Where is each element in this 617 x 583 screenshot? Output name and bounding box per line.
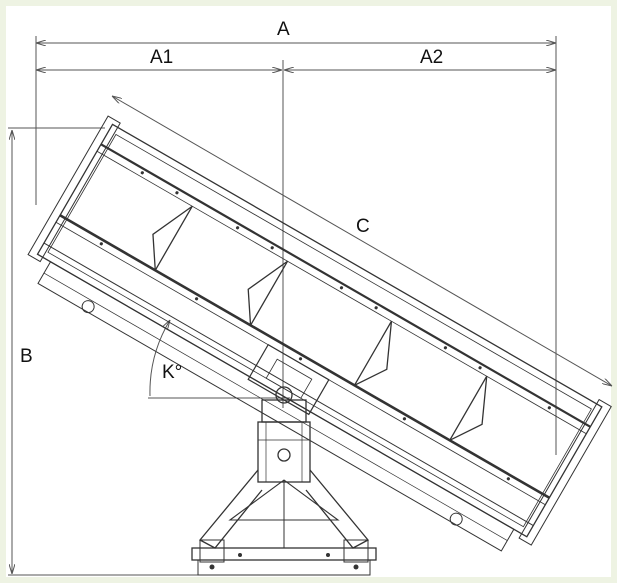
dimension-lines [8,36,612,576]
label-a: A [277,19,290,40]
label-k-angle: K° [162,362,182,383]
label-c: C [356,216,370,237]
angle-arc [149,320,170,397]
tilted-frame [27,115,612,552]
label-b: B [20,346,33,367]
stand [191,386,377,576]
label-a1: A1 [150,47,173,68]
label-a2: A2 [420,47,443,68]
dim-c-line [112,96,612,386]
